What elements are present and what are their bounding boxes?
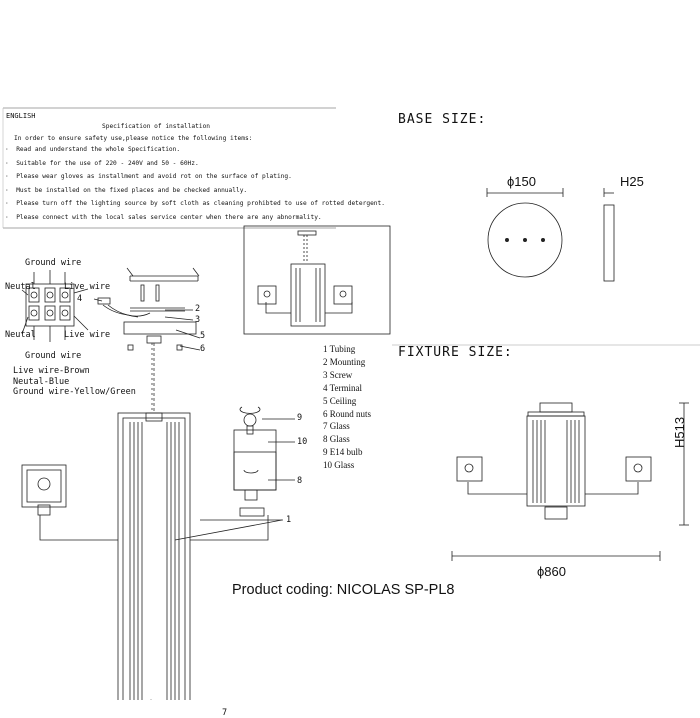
callout-2: 2 (195, 304, 201, 314)
callout-1: 1 (286, 515, 292, 525)
callout-8: 8 (297, 476, 303, 486)
ground-wire-label-bottom: Ground wire (25, 351, 82, 361)
parts-legend-item: 7 Glass (323, 421, 350, 432)
callout-5: 5 (200, 331, 206, 341)
neutral-label-top: Neutal (5, 282, 36, 292)
parts-legend-item: 5 Ceiling (323, 395, 357, 406)
parts-legend-item: 2 Mounting (323, 356, 366, 367)
spec-language: ENGLISH (6, 112, 36, 120)
base-drawing (486, 188, 615, 282)
base-height-label: H25 (620, 174, 644, 189)
parts-legend: 1 Tubing 2 Mounting 3 Screw 4 Terminal 5… (323, 343, 371, 472)
fixture-size-heading: FIXTURE SIZE: (398, 345, 513, 360)
fixture-drawing (451, 402, 689, 561)
ceiling-assembly (93, 267, 201, 351)
callout-4: 4 (77, 294, 83, 304)
diagram-artwork (2, 107, 700, 700)
fixture-width-label: ϕ860 (537, 564, 566, 579)
spec-bullet-item: · Read and understand the whole Specific… (5, 146, 181, 153)
spec-bullet-item: · Suitable for the use of 220 - 240V and… (5, 159, 199, 167)
callout-10: 10 (297, 437, 308, 447)
terminal-block (21, 270, 89, 342)
bulb-glass-explode (174, 406, 295, 541)
wire-color-neutral: Neutal-Blue (13, 376, 70, 387)
spec-bullet-item: · Must be installed on the fixed places … (5, 186, 248, 194)
live-wire-label-top: Live wire (64, 282, 111, 292)
parts-legend-item: 10 Glass (323, 460, 355, 471)
spec-bullet-list: · Read and understand the whole Specific… (5, 145, 385, 226)
suspension-chain (151, 343, 155, 413)
parts-legend-item: 3 Screw (323, 369, 353, 380)
spec-intro: In order to ensure safety use,please not… (14, 135, 253, 142)
wire-color-live: Live wire-Brown (13, 366, 90, 376)
base-size-heading: BASE SIZE: (398, 112, 487, 127)
spec-bullet-item: · Please turn off the lighting source by… (5, 200, 385, 207)
overview-drawing (243, 225, 391, 335)
spec-title: Specification of installation (102, 123, 211, 130)
parts-legend-item: 4 Terminal (323, 382, 362, 393)
callout-9: 9 (297, 413, 303, 423)
spec-bullet-item: · Please connect with the local sales se… (5, 213, 322, 221)
parts-legend-item: 8 Glass (323, 434, 350, 445)
wire-color-ground: Ground wire-Yellow/Green (13, 387, 136, 397)
fixture-height-label: H513 (672, 416, 687, 448)
callout-3: 3 (195, 315, 201, 325)
callout-6: 6 (200, 344, 206, 354)
live-wire-label-bottom: Live wire (64, 330, 111, 340)
wire-color-legend: Live wire-Brown Neutal-Blue Ground wire-… (13, 366, 136, 398)
spec-bullet-item: · Please wear gloves as installment and … (5, 173, 292, 180)
parts-legend-item: 1 Tubing (323, 344, 356, 354)
product-coding: Product coding: NICOLAS SP-PL8 (232, 582, 455, 598)
parts-legend-item: 9 E14 bulb (323, 447, 363, 458)
ground-wire-label-top: Ground wire (25, 258, 82, 268)
callout-7: 7 (222, 708, 228, 718)
base-diameter-label: ϕ150 (507, 174, 536, 189)
neutral-label-bottom: Neutal (5, 330, 36, 340)
parts-legend-item: 6 Round nuts (323, 408, 372, 419)
chandelier-drawing (21, 412, 269, 700)
